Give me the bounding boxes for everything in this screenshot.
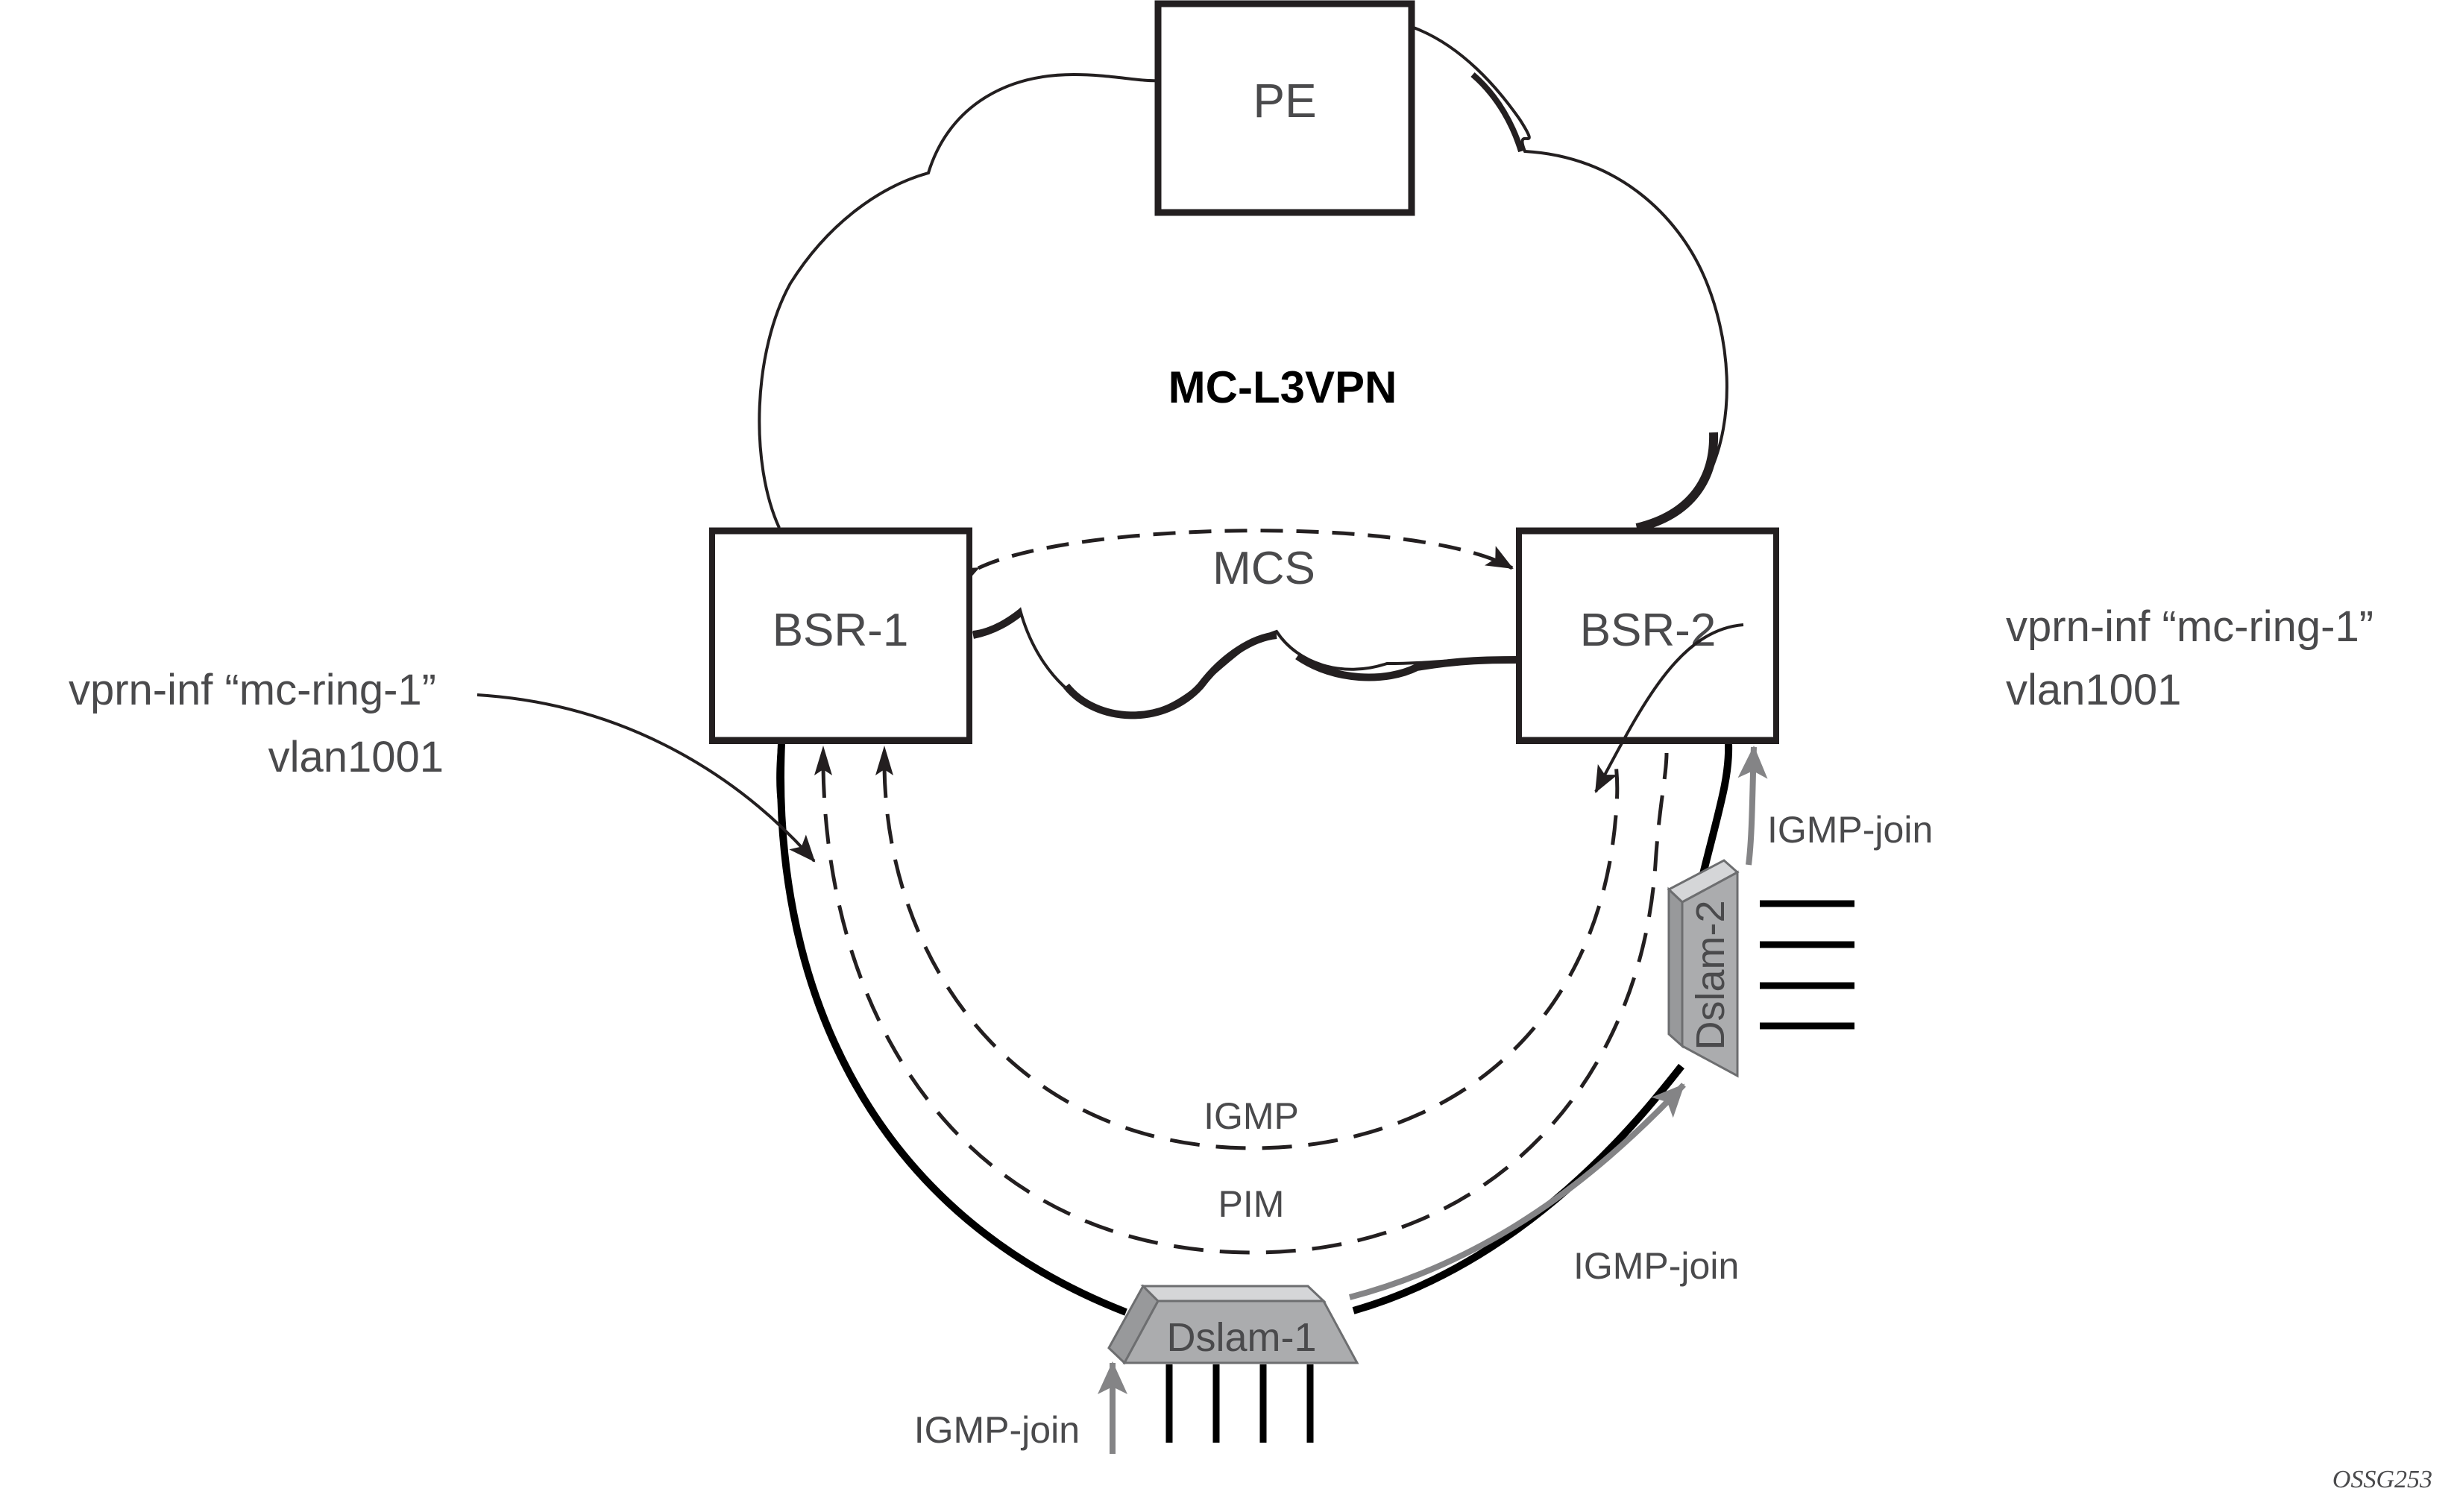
dslam-1-face bbox=[1122, 1300, 1359, 1364]
bsr-2-node: BSR-2 bbox=[1516, 527, 1779, 744]
bsr-1-label: BSR-1 bbox=[773, 605, 909, 656]
ring-outer bbox=[777, 743, 1733, 1316]
dslam-2-node: Dslam-2 bbox=[1667, 859, 1854, 1078]
dslam-1-node: Dslam-1 bbox=[1107, 1284, 1359, 1443]
cloud-shadow-right bbox=[1635, 432, 1719, 532]
igmp-label: IGMP bbox=[1204, 1095, 1299, 1137]
mcs-label: MCS bbox=[1212, 543, 1315, 594]
left-callout-line1: vprn-inf “mc-ring-1” bbox=[69, 666, 436, 714]
dslam-1-top bbox=[1140, 1285, 1327, 1302]
figure-id: OSSG253 bbox=[2332, 1466, 2432, 1493]
igmp-join-right-arrow bbox=[1737, 746, 1768, 866]
right-callout: vprn-inf “mc-ring-1” vlan1001 bbox=[1594, 602, 2373, 793]
right-callout-pointer bbox=[1594, 623, 1744, 793]
cloud-bottom-shadow bbox=[972, 610, 1517, 719]
igmp-arrowhead-icon bbox=[875, 746, 893, 775]
ring-left-joint bbox=[776, 743, 785, 806]
cloud-label: MC-L3VPN bbox=[1168, 362, 1397, 412]
dslam-2-label: Dslam-2 bbox=[1688, 900, 1733, 1050]
cloud-shadow-top bbox=[1470, 72, 1524, 153]
pim-arrowhead-icon bbox=[814, 746, 832, 775]
right-callout-line2: vlan1001 bbox=[2006, 666, 2181, 714]
left-callout: vprn-inf “mc-ring-1” vlan1001 bbox=[69, 666, 816, 863]
left-callout-pointer bbox=[476, 693, 816, 863]
bsr-1-box bbox=[709, 528, 972, 744]
pe-box bbox=[1154, 0, 1415, 216]
igmp-join-ring-label: IGMP-join bbox=[1573, 1245, 1739, 1287]
bsr-2-label: BSR-2 bbox=[1580, 605, 1717, 656]
pim-ring bbox=[821, 752, 1669, 1255]
right-callout-line1: vprn-inf “mc-ring-1” bbox=[2006, 602, 2373, 651]
dslam-2-face bbox=[1681, 870, 1739, 1078]
igmp-join-right-label: IGMP-join bbox=[1767, 809, 1933, 851]
bsr-1-node: BSR-1 bbox=[709, 527, 972, 744]
dslam-2-side bbox=[1667, 886, 1684, 1049]
dslam-1-label: Dslam-1 bbox=[1166, 1315, 1316, 1360]
mc-l3vpn-cloud: MC-L3VPN bbox=[758, 25, 1728, 719]
igmp-join-bottom-label: IGMP-join bbox=[914, 1409, 1080, 1451]
pe-node: PE bbox=[1154, 0, 1415, 216]
pe-label: PE bbox=[1253, 74, 1316, 127]
left-callout-line2: vlan1001 bbox=[268, 733, 444, 781]
mcs-link bbox=[950, 529, 1514, 590]
igmp-join-ring-arrow bbox=[1348, 1083, 1686, 1300]
pim-label: PIM bbox=[1218, 1183, 1285, 1225]
igmp-ring bbox=[882, 752, 1620, 1150]
